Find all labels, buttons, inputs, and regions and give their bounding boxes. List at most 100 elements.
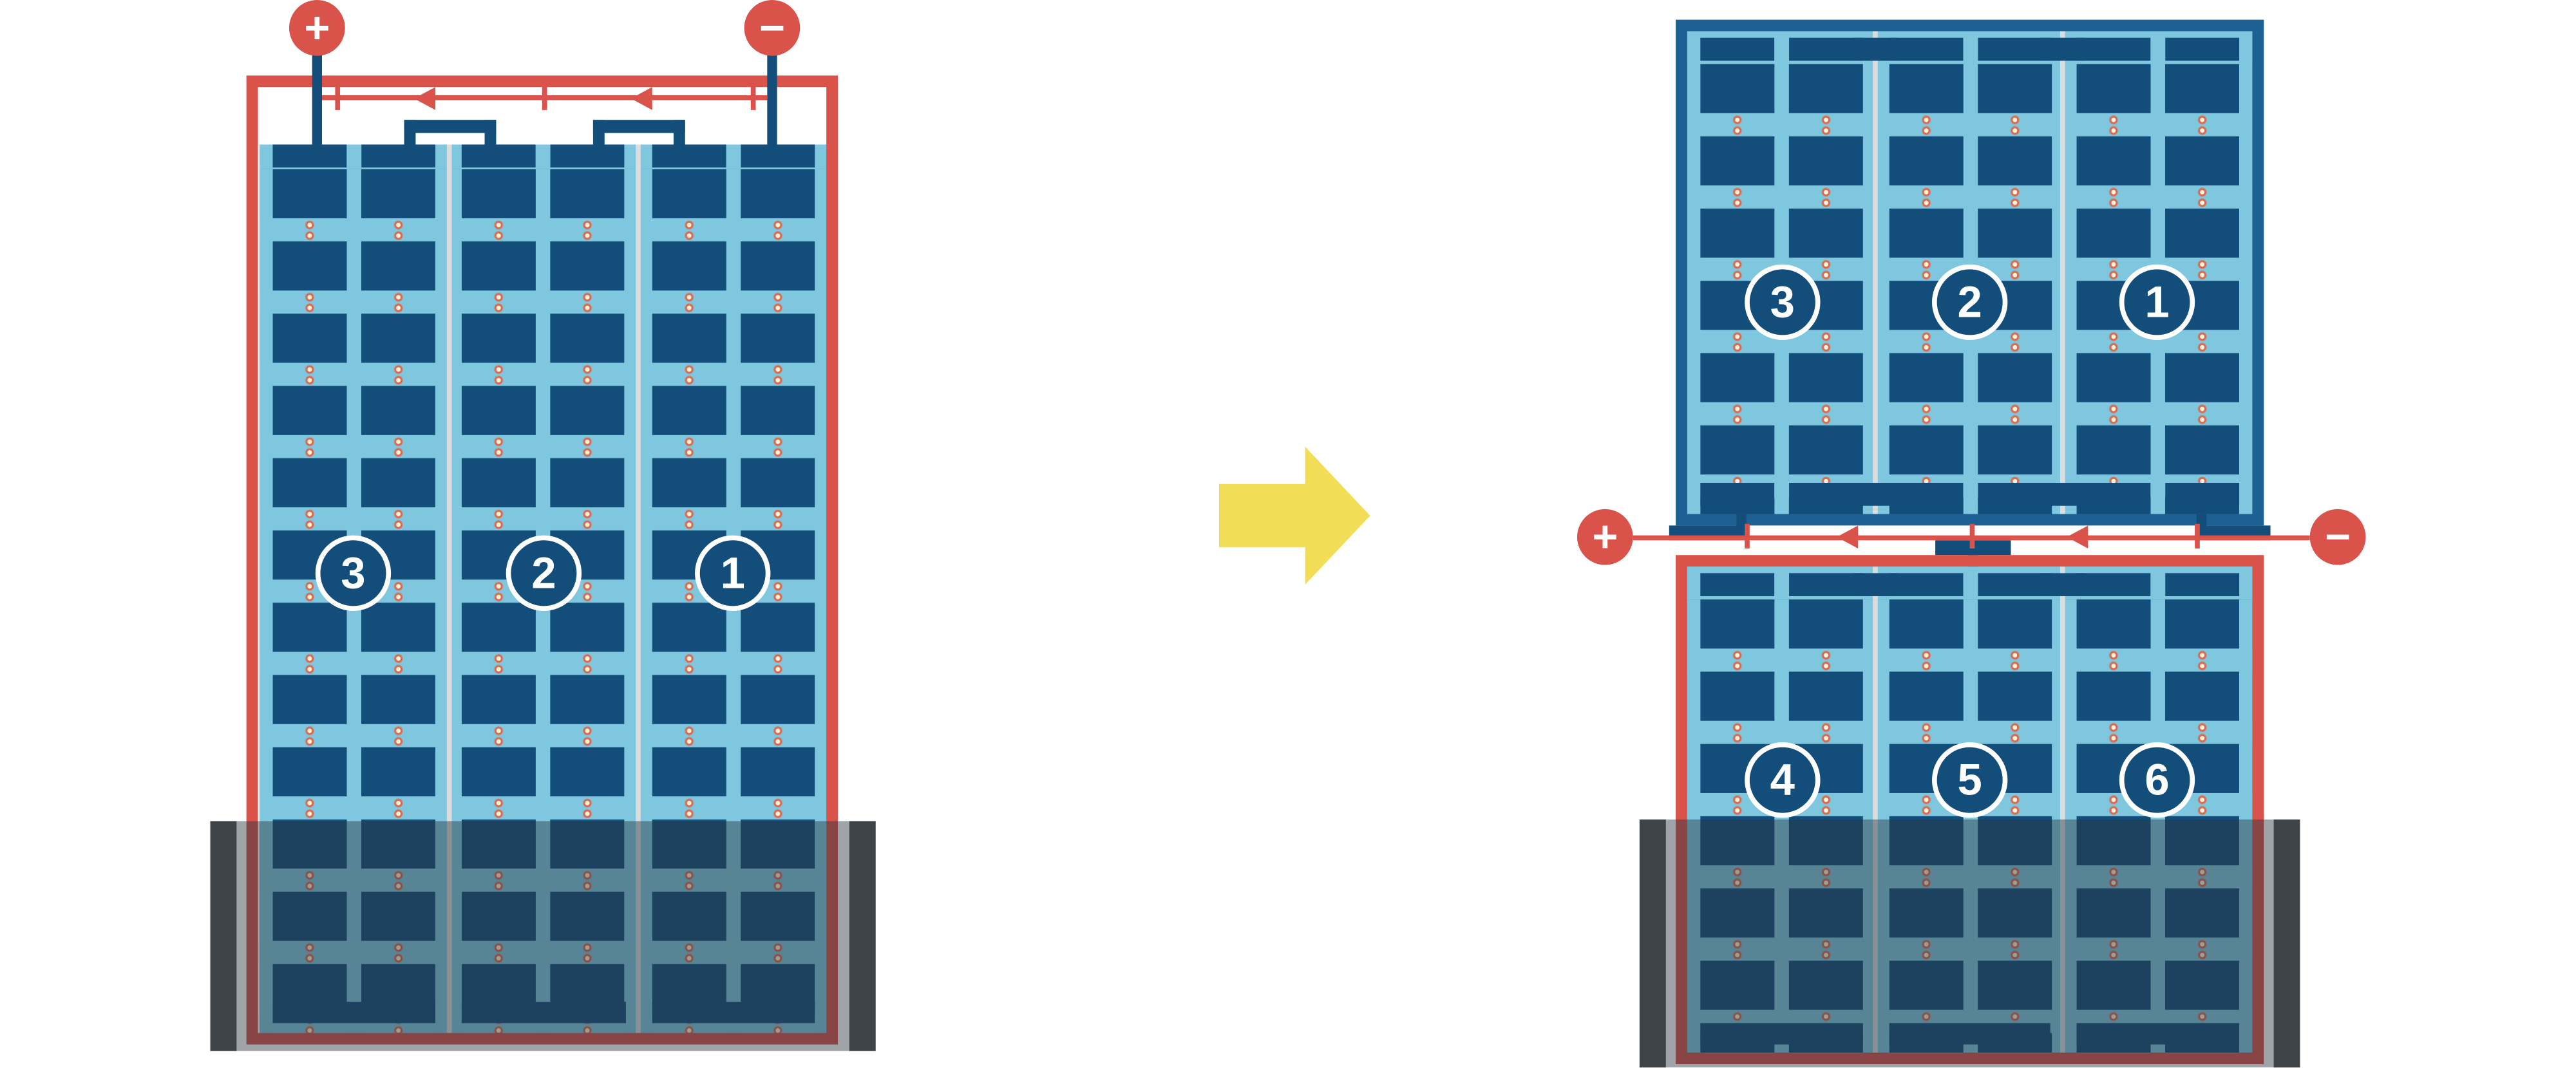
flood-water-overlay [1639, 819, 2300, 1068]
terminal-lead [767, 54, 777, 150]
bus-bar [1789, 482, 1863, 506]
array-frame [1676, 555, 2264, 1065]
positive-terminal: + [289, 0, 345, 56]
bus-bar [1889, 37, 1964, 61]
wire-tick [542, 85, 547, 110]
column-divider [1873, 567, 1878, 1053]
string-number: 6 [2145, 754, 2170, 804]
flood-water-overlay [210, 821, 876, 1051]
bottom-bus-bar [2076, 1023, 2240, 1045]
series-connector [1853, 573, 1898, 597]
solar-cells-grid [448, 169, 639, 1033]
bus-bar [2076, 573, 2151, 597]
column-divider [446, 144, 452, 1033]
bus-bar [2165, 573, 2240, 597]
string-number: 4 [1770, 754, 1795, 804]
bus-bar [2165, 37, 2240, 61]
terminal-lead [312, 54, 322, 150]
string-number-badge: 3 [1745, 264, 1821, 341]
string-number: 1 [2145, 276, 2170, 326]
string-number: 5 [1957, 754, 1982, 804]
array-frame [246, 75, 838, 1045]
minus-sign: − [759, 2, 786, 52]
bus-bar [1700, 573, 1775, 597]
mounting-rail [210, 821, 237, 1051]
string-number-badge: 1 [2119, 264, 2195, 341]
string-number-badge: 1 [695, 535, 771, 611]
column-divider [636, 144, 641, 1033]
string-number-badge: 3 [315, 535, 392, 611]
bus-bar [1978, 37, 2052, 61]
current-arrow-icon [413, 87, 436, 110]
array-frame [1676, 19, 2264, 526]
string-number: 3 [1770, 276, 1795, 326]
pv-string-column [448, 144, 639, 1033]
bus-bar [361, 144, 436, 168]
bus-bar [1700, 37, 1775, 61]
plus-sign: + [1592, 511, 1618, 561]
wire-tick [1969, 523, 1975, 549]
minus-sign: − [2324, 511, 2351, 561]
wire-tick [1745, 523, 1750, 549]
pv-string-column [639, 144, 828, 1033]
bottom-bus-bar [461, 1002, 626, 1024]
current-arrow-icon [1837, 525, 1859, 549]
plus-sign: + [304, 2, 330, 52]
bus-bar [1978, 573, 2052, 597]
bottom-bus-bar [652, 1002, 815, 1024]
negative-terminal: − [744, 0, 800, 56]
wire-tick [2195, 523, 2200, 549]
series-connector [1853, 482, 1898, 506]
string-number-badge: 6 [2119, 742, 2195, 818]
string-number-badge: 5 [1931, 742, 2008, 818]
series-connector [592, 120, 685, 151]
series-connector [1853, 37, 1898, 61]
positive-terminal: + [1577, 509, 1633, 565]
string-number: 2 [1957, 276, 1982, 326]
current-arrow-icon [630, 87, 652, 110]
column-divider [1873, 31, 1878, 514]
bus-bar [741, 144, 815, 168]
bus-bar [272, 144, 347, 168]
wire-tick [335, 85, 341, 110]
series-connector [2040, 37, 2085, 61]
string-number-badge: 2 [506, 535, 582, 611]
bus-bar [1789, 573, 1863, 597]
bottom-bus-bar [272, 1002, 436, 1024]
solar-cells-grid [1876, 599, 2064, 1053]
bus-bar [1978, 482, 2052, 506]
bus-bar [2165, 482, 2240, 506]
bus-bar [2076, 37, 2151, 61]
current-arrow-icon [2067, 525, 2088, 549]
string-number: 3 [341, 547, 366, 597]
solar-cells-grid [639, 169, 828, 1033]
bus-bar [1700, 482, 1775, 506]
bus-bar [550, 144, 625, 168]
string-number: 1 [720, 547, 745, 597]
string-number: 2 [531, 547, 556, 597]
pv-string-column [2063, 567, 2253, 1053]
transformation-arrow-icon [1218, 446, 1370, 585]
bus-bar [1789, 37, 1863, 61]
mounting-rail [849, 821, 876, 1051]
string-number-badge: 2 [1931, 264, 2008, 341]
series-connector [2040, 573, 2085, 597]
solar-cells-grid [1687, 599, 1877, 1053]
pv-string-column [1687, 567, 1877, 1053]
bus-bar [652, 144, 726, 168]
negative-terminal: − [2309, 509, 2366, 565]
solar-cells-grid [2063, 599, 2253, 1053]
column-divider [2060, 567, 2065, 1053]
bus-bar [461, 144, 536, 168]
series-connector [404, 120, 497, 151]
bus-bar [1889, 482, 1964, 506]
bottom-bus-bar [1700, 1023, 1863, 1045]
mounting-rail [1639, 819, 1666, 1068]
column-divider [2060, 31, 2065, 514]
mounting-rail [2273, 819, 2300, 1068]
pv-string-column [1876, 567, 2064, 1053]
string-number-badge: 4 [1745, 742, 1821, 818]
bottom-bus-bar [1889, 1023, 2050, 1045]
bus-bar [2076, 482, 2151, 506]
